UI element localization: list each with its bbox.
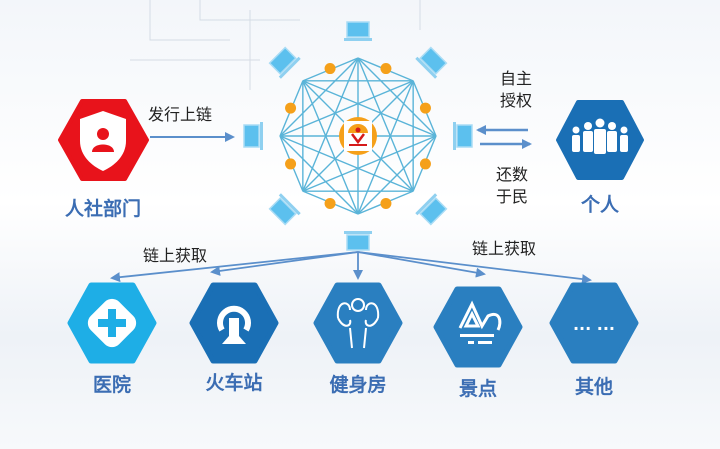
laptop-icon xyxy=(268,46,301,79)
authorize-label-2: 授权 xyxy=(500,91,533,110)
fetch-label-right: 链上获取 xyxy=(472,239,537,258)
orange-node xyxy=(285,102,297,114)
laptop-icon xyxy=(344,231,372,251)
orange-node xyxy=(380,197,392,209)
network-link xyxy=(302,80,359,215)
railway-logo-icon xyxy=(217,305,251,344)
network-link xyxy=(279,135,359,215)
institution-logo xyxy=(339,117,377,155)
laptop-icon xyxy=(415,193,448,226)
consumer-label-scenic: 景点 xyxy=(458,378,498,400)
medical-cross-icon xyxy=(87,298,137,348)
laptop-icon xyxy=(453,122,473,150)
fetch-arrows xyxy=(110,251,592,285)
fetch-arrow xyxy=(357,251,486,278)
consumer-hospital[interactable] xyxy=(67,282,157,364)
orange-node xyxy=(380,63,392,75)
laptop-icon xyxy=(415,46,448,79)
orange-node xyxy=(324,197,336,209)
fetch-arrow xyxy=(210,251,359,276)
orange-node xyxy=(285,158,297,170)
mountain-scenery-icon xyxy=(458,300,502,344)
laptop-icon xyxy=(344,21,372,41)
people-group-icon xyxy=(572,118,628,154)
consumer-label-gym: 健身房 xyxy=(329,374,387,396)
others-text: ... ... xyxy=(573,315,615,334)
fetch-arrow xyxy=(110,251,359,283)
network-link xyxy=(302,80,437,137)
consumer-label-other: 其他 xyxy=(574,376,614,398)
laptop-icon xyxy=(268,193,301,226)
consumer-station[interactable] xyxy=(189,282,279,364)
shield-user-icon xyxy=(80,111,126,171)
authorize-label-1: 自主 xyxy=(500,69,533,88)
consumer-label-station: 火车站 xyxy=(205,372,263,394)
ellipsis-icon: ... ... xyxy=(573,315,615,334)
consumer-hexagon[interactable] xyxy=(549,282,639,364)
orange-node xyxy=(419,102,431,114)
fetch-arrow xyxy=(357,251,592,285)
consumer-other[interactable]: ... ... xyxy=(549,282,639,364)
fetch-label-left: 链上获取 xyxy=(143,246,208,265)
consumer-label-hospital: 医院 xyxy=(92,374,132,396)
laptop-icon xyxy=(243,122,263,150)
issue-arrow-label: 发行上链 xyxy=(148,105,213,124)
issuer-label: 人社部门 xyxy=(64,198,142,220)
laptop-nodes xyxy=(243,21,473,251)
muscle-man-icon xyxy=(336,298,380,349)
person-label: 个人 xyxy=(580,194,620,216)
background-lines xyxy=(130,0,421,90)
orange-node xyxy=(419,158,431,170)
consumer-scenic[interactable] xyxy=(433,286,523,368)
return-label-2: 于民 xyxy=(496,187,529,206)
consumer-gym[interactable] xyxy=(313,282,403,364)
consumer-hexagons: ... ... xyxy=(67,282,639,368)
orange-nodes xyxy=(285,63,431,209)
consumer-hexagon[interactable] xyxy=(313,282,403,364)
return-label-1: 还数 xyxy=(496,165,529,184)
orange-node xyxy=(324,63,336,75)
